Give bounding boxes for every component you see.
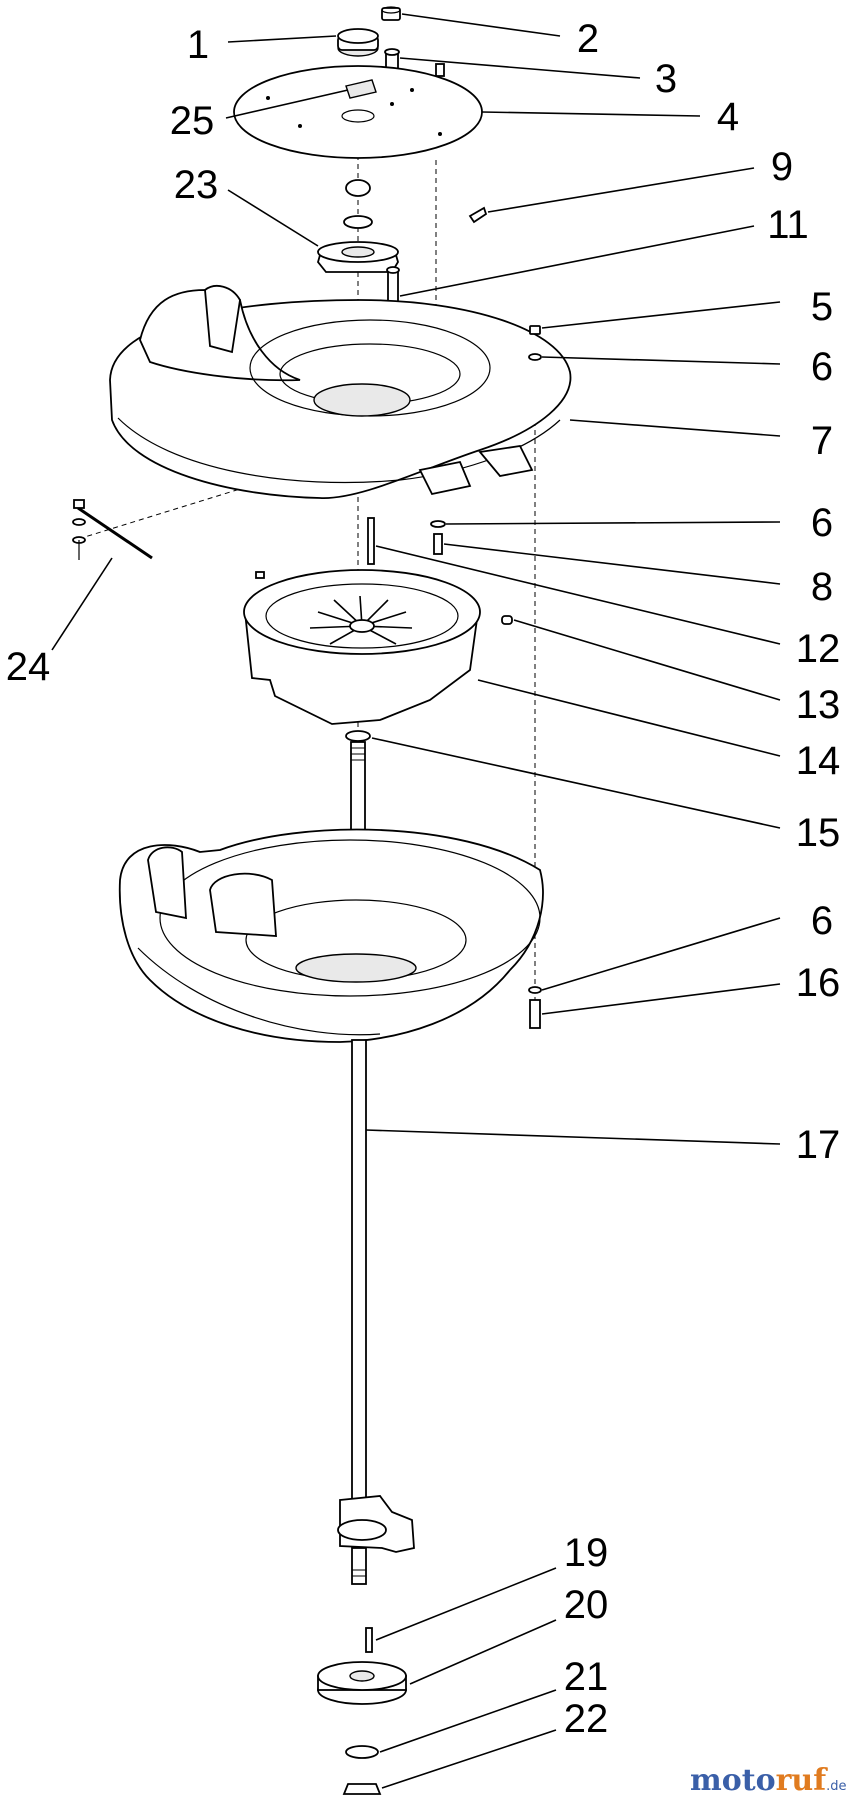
part-pulley: [317, 1661, 407, 1705]
part-top-nut: [381, 6, 401, 21]
callout-19: 19: [564, 1531, 609, 1575]
callout-8: 8: [811, 565, 833, 609]
callout-22: 22: [564, 1697, 609, 1741]
part-lower-bearing: [337, 1495, 415, 1585]
callout-4: 4: [717, 95, 739, 139]
callout-3: 3: [655, 57, 677, 101]
part-washer-6a: [528, 353, 542, 361]
part-impeller: [243, 569, 513, 725]
part-plate-screw: [435, 63, 445, 77]
part-lower-housing: [118, 828, 544, 1043]
callout-12: 12: [796, 627, 841, 671]
part-nut-5: [529, 325, 541, 335]
callout-1: 1: [187, 23, 209, 67]
part-key-19: [365, 1627, 373, 1653]
callout-6c: 6: [811, 899, 833, 943]
callout-17: 17: [796, 1123, 841, 1167]
part-bearing-flange: [317, 179, 399, 273]
watermark-tld: .de: [826, 1779, 846, 1794]
part-long-shaft: [351, 1039, 367, 1511]
leader-lines: [51, 13, 781, 1789]
callout-9: 9: [771, 145, 793, 189]
watermark-brand-a: moto: [690, 1763, 776, 1798]
callout-24: 24: [6, 645, 51, 689]
part-washer-21: [345, 1745, 379, 1759]
callout-25: 25: [170, 99, 215, 143]
svg-text:motoruf.de: motoruf.de: [690, 1763, 847, 1798]
part-screw-8: [433, 533, 443, 555]
callout-6a: 6: [811, 345, 833, 389]
part-cap: [337, 28, 379, 57]
part-screw-9: [468, 206, 488, 224]
part-nut-22: [342, 1783, 382, 1795]
callout-23: 23: [174, 163, 219, 207]
callout-2: 2: [577, 17, 599, 61]
part-key-12: [367, 517, 375, 565]
part-top-plate: [233, 65, 483, 159]
callout-14: 14: [796, 739, 841, 783]
watermark-logo: motoruf.de: [690, 1763, 847, 1798]
part-washer-6b: [430, 520, 446, 528]
callout-20: 20: [564, 1583, 609, 1627]
watermark-brand-b: ruf: [776, 1763, 829, 1798]
part-upper-housing: [109, 285, 572, 499]
part-washer-15: [345, 730, 371, 742]
callout-15: 15: [796, 811, 841, 855]
callout-11: 11: [767, 203, 809, 247]
callout-labels: 1 2 3 25 4 23 9 11 5 6 7 6 8 24 12 13 14…: [6, 17, 841, 1741]
callout-13: 13: [796, 683, 841, 727]
part-bolt-16: [529, 999, 541, 1029]
callout-5: 5: [811, 285, 833, 329]
callout-16: 16: [796, 961, 841, 1005]
callout-6b: 6: [811, 501, 833, 545]
part-washer-6c: [528, 986, 542, 994]
callout-7: 7: [811, 419, 833, 463]
callout-21: 21: [564, 1655, 609, 1699]
part-rod-24: [72, 499, 153, 560]
